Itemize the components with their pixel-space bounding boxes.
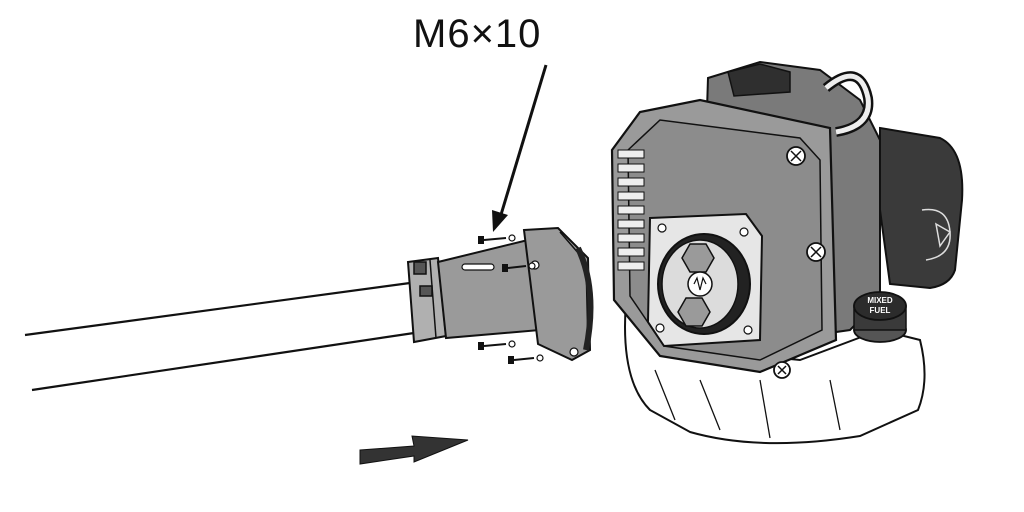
screw-upper xyxy=(786,146,806,166)
screw-lower xyxy=(773,361,791,379)
bolt-size-label: M6×10 xyxy=(413,12,542,56)
cooling-vents xyxy=(617,149,645,271)
fuel-cap-line2: FUEL xyxy=(870,306,891,315)
screw-mid xyxy=(806,242,826,262)
drive-shaft xyxy=(24,281,415,392)
fuel-cap-line1: MIXED xyxy=(867,296,893,305)
bolt-upper-left xyxy=(478,234,516,244)
bolt-upper-right xyxy=(502,262,536,272)
direction-arrow-icon xyxy=(359,435,469,465)
clutch-housing xyxy=(436,226,594,362)
fuel-cap: MIXED FUEL xyxy=(853,291,907,343)
clutch-face-plate xyxy=(646,212,764,348)
bolt-lower-right xyxy=(508,354,544,364)
bolt-set xyxy=(478,234,544,364)
pointer-arrow-icon xyxy=(492,64,548,232)
bolt-lower-left xyxy=(478,340,516,350)
engine-unit: MIXED FUEL xyxy=(610,60,964,445)
